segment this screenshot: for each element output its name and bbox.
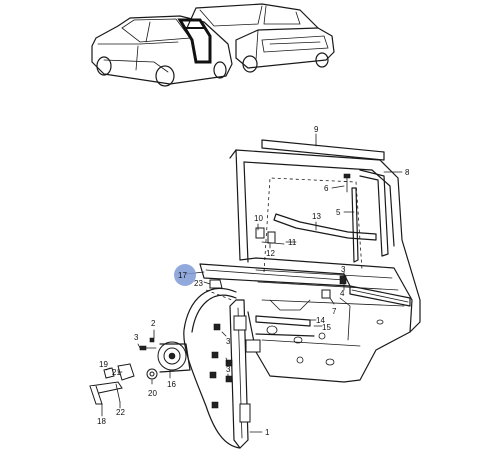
callout-12: 12 bbox=[266, 249, 275, 258]
callout-2: 2 bbox=[151, 319, 156, 328]
callout-19: 19 bbox=[99, 360, 108, 369]
callout-8: 8 bbox=[405, 168, 410, 177]
callout-3-left: 3 bbox=[134, 333, 139, 342]
callout-6: 6 bbox=[324, 184, 329, 193]
callout-22: 22 bbox=[116, 408, 125, 417]
callout-16: 16 bbox=[167, 380, 176, 389]
selected-callout-highlight bbox=[174, 264, 196, 286]
callout-7: 7 bbox=[332, 307, 337, 316]
callout-23: 23 bbox=[194, 279, 203, 288]
callout-14: 14 bbox=[316, 316, 325, 325]
callout-3-mid: 3 bbox=[226, 337, 231, 346]
callout-18: 18 bbox=[97, 417, 106, 426]
car-illustration bbox=[91, 3, 335, 87]
leader-lines bbox=[101, 133, 403, 433]
callout-13: 13 bbox=[312, 212, 321, 221]
callout-10: 10 bbox=[254, 214, 263, 223]
callout-20: 20 bbox=[148, 389, 157, 398]
callout-1: 1 bbox=[265, 428, 270, 437]
callout-labels: 9 8 6 5 10 13 11 12 17 23 3 4 7 14 15 2 … bbox=[97, 125, 410, 437]
callout-17[interactable]: 17 bbox=[178, 271, 187, 280]
door-assembly bbox=[89, 139, 421, 449]
callout-15: 15 bbox=[322, 323, 331, 332]
callout-4: 4 bbox=[340, 289, 345, 298]
callout-5: 5 bbox=[336, 208, 341, 217]
callout-3-upper: 3 bbox=[341, 265, 346, 274]
callout-9: 9 bbox=[314, 125, 319, 134]
callout-11: 11 bbox=[288, 238, 297, 247]
callout-21: 21 bbox=[112, 368, 121, 377]
callout-3-low: 3 bbox=[226, 365, 231, 374]
